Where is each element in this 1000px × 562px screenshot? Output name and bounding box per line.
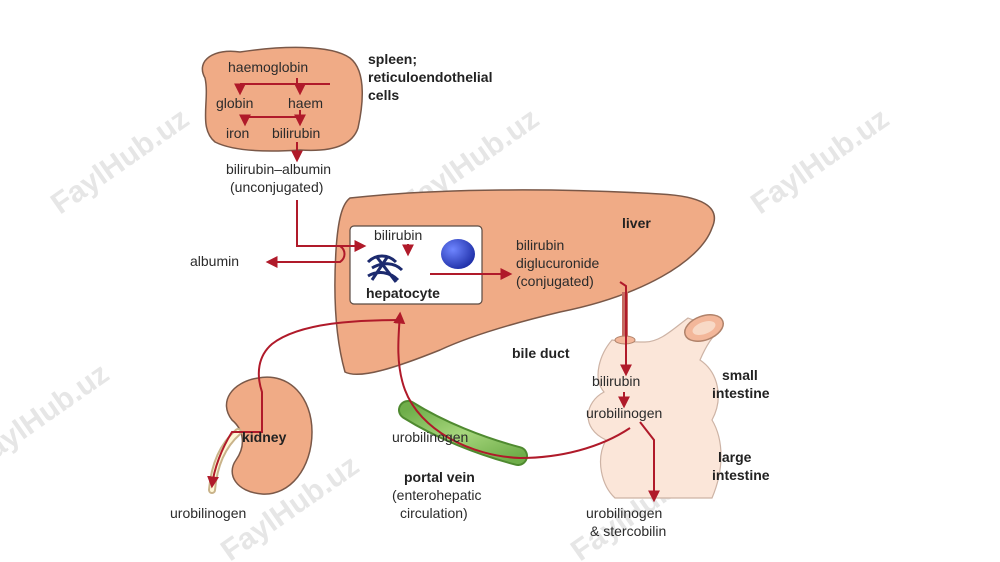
watermark: FaylHub.uz [45,102,195,221]
hepatocyte-label: hepatocyte [366,285,440,301]
large-intestine-line1: large [718,449,752,465]
portal-vein-label: portal vein [404,469,475,485]
small-intestine-line2: intestine [712,385,770,401]
kidney-label: kidney [242,429,287,445]
hepatocyte-bilirubin-label: bilirubin [374,227,422,243]
portal-urobilinogen-label: urobilinogen [392,429,468,445]
faecal-output-line2: & stercobilin [590,523,666,539]
bilirubin-label: bilirubin [272,125,320,141]
spleen-title-line3: cells [368,87,399,103]
unconjugated-label: (unconjugated) [230,179,323,195]
flow-arrows [207,78,660,503]
intestine-shape [587,317,722,499]
iron-label: iron [226,125,249,141]
liver-title: liver [622,215,651,231]
enterohepatic-line2: circulation) [400,505,468,521]
bile-duct-label: bile duct [512,345,570,361]
ureter [208,428,242,494]
conjugated-line1: bilirubin [516,237,564,253]
small-intestine-line1: small [722,367,758,383]
urine-urobilinogen-label: urobilinogen [170,505,246,521]
intestine-urobilinogen-label: urobilinogen [586,405,662,421]
globin-label: globin [216,95,253,111]
spleen-title-line2: reticuloendothelial [368,69,492,85]
enterohepatic-line1: (enterohepatic [392,487,482,503]
kidney-shape [225,376,313,495]
intestine-bilirubin-label: bilirubin [592,373,640,389]
haem-label: haem [288,95,323,111]
faecal-output-line1: urobilinogen [586,505,662,521]
watermark: FaylHub.uz [0,357,115,476]
bilirubin-albumin-label: bilirubin–albumin [226,161,331,177]
chromatin-icon [366,254,404,283]
haemoglobin-label: haemoglobin [228,59,308,75]
conjugated-line2: diglucuronide [516,255,599,271]
watermark: FaylHub.uz [745,102,895,221]
large-intestine-line2: intestine [712,467,770,483]
conjugated-line3: (conjugated) [516,273,594,289]
albumin-label: albumin [190,253,239,269]
spleen-title-line1: spleen; [368,51,417,67]
nucleus-icon [441,239,475,269]
